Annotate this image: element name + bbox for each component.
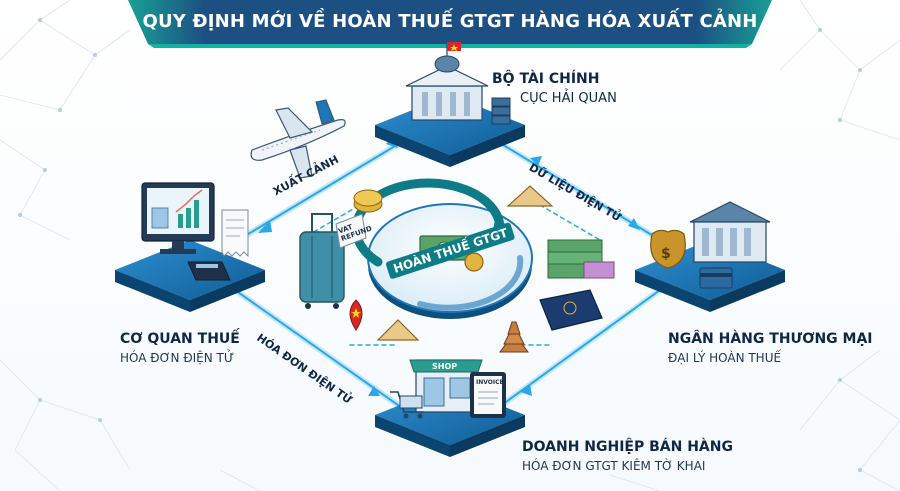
invoice-tag: INVOICE: [476, 379, 504, 386]
bank-label-line2: ĐẠI LÝ HOÀN THUẾ: [668, 351, 782, 365]
cash-stack: [547, 239, 615, 279]
finance-label-line1: BỘ TÀI CHÍNH: [492, 71, 600, 87]
platform-seller: [375, 359, 525, 457]
title-banner: [128, 0, 772, 44]
tax-label-line2: HÓA ĐƠN ĐIỆN TỬ: [120, 351, 235, 365]
shop-sign: SHOP: [432, 362, 458, 371]
svg-text:$: $: [661, 246, 671, 262]
platform-bank: $: [635, 201, 785, 312]
platform-finance: [375, 42, 525, 167]
tax-label-line1: CƠ QUAN THUẾ: [120, 331, 240, 347]
airplane: [250, 99, 346, 179]
location-pin: [349, 299, 363, 331]
platform-tax: [115, 182, 265, 312]
page-title: QUY ĐỊNH MỚI VỀ HOÀN THUẾ GTGT HÀNG HÓA …: [142, 11, 758, 32]
seller-label-line1: DOANH NGHIỆP BÁN HÀNG: [522, 439, 733, 455]
passport: [539, 289, 603, 331]
seller-label-line2: HÓA ĐƠN GTGT KIÊM TỜ KHAI: [522, 459, 706, 473]
luggage: [299, 213, 367, 309]
coins: [353, 189, 383, 213]
background-nodes: [18, 18, 862, 472]
pagoda: [499, 321, 529, 353]
finance-label-line2: CỤC HẢI QUAN: [520, 91, 617, 106]
conical-hats: [376, 185, 554, 341]
bank-label-line1: NGÂN HÀNG THƯƠNG MẠI: [668, 331, 873, 347]
